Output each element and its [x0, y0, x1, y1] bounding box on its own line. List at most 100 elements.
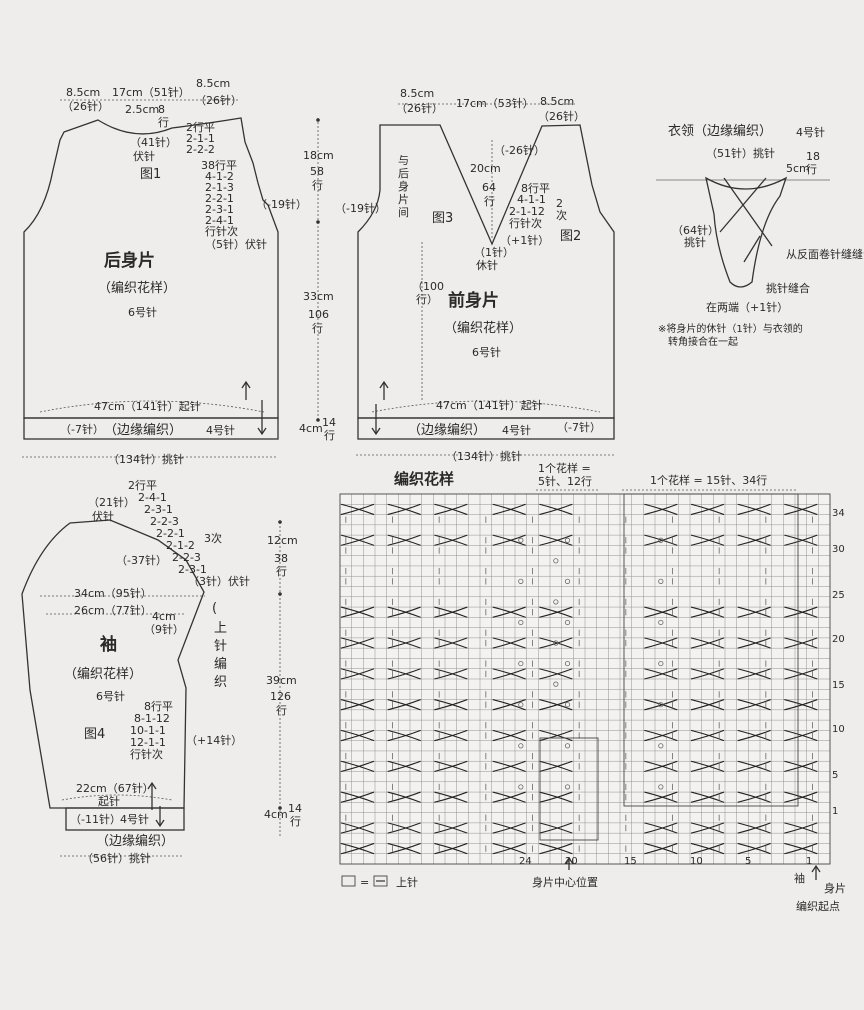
- chart-border: [339, 493, 831, 865]
- cable-cross-a: [737, 729, 771, 742]
- front-edge-r: （-7针）: [557, 420, 601, 434]
- cable-cross-b: [492, 791, 526, 803]
- cable-cross-b: [737, 637, 771, 649]
- sleeve-cap-cast: （3针）伏针: [188, 574, 250, 588]
- cable-cross-b: [690, 760, 725, 773]
- cable-cross-a: [784, 760, 818, 773]
- row-label-5: 5: [832, 770, 838, 781]
- sleeve-cap-dec-7: 2-3-1: [178, 563, 207, 576]
- sleeve-inc-3: 12-1-1: [130, 736, 166, 749]
- cable-cross-a: [539, 534, 573, 546]
- armhole-rows-unit: 行: [312, 179, 323, 192]
- edge-rows: 14: [322, 416, 336, 429]
- front-edge: （边缘编织）: [408, 423, 486, 438]
- cable-cross-b: [644, 668, 678, 680]
- cable-cross-b: [340, 822, 375, 834]
- chart-repeat-2: 1个花样 = 15针、34行: [650, 473, 767, 487]
- collar-sew-back: 从反面卷针缝缝合: [786, 247, 864, 261]
- cable-cross-b: [690, 606, 725, 618]
- cable-cross-a: [387, 760, 421, 773]
- sleeve-top-st: （21针）: [88, 495, 135, 509]
- collar-pick-2b: 挑针: [684, 235, 706, 249]
- cable-cross-a: [434, 791, 468, 803]
- cable-cross-a: [340, 699, 375, 711]
- sleeve-cap-rows: 38: [274, 552, 288, 565]
- sleeve-outline: [21, 519, 205, 809]
- back-arm-dec-5: 2-4-1: [205, 214, 234, 227]
- back-shoulder-l-st: （26针）: [62, 99, 109, 113]
- cable-cross-a: [737, 760, 771, 773]
- cable-cross-a: [492, 791, 526, 803]
- cable-cross-b: [434, 842, 468, 855]
- front-neck-rows-unit: 行: [484, 195, 495, 208]
- edge-rows-unit: 行: [324, 429, 335, 442]
- collar-pick-2: （64针）: [672, 223, 719, 237]
- back-arm-dec-4: 2-3-1: [205, 203, 234, 216]
- cable-cross-b: [690, 729, 725, 742]
- front-neck-cm: 20cm: [470, 162, 501, 175]
- chart-start: 编织起点: [796, 899, 840, 913]
- cable-cross-b: [340, 503, 375, 516]
- back-shoulder-l: 8.5cm: [66, 86, 100, 99]
- cable-cross-b: [690, 791, 725, 803]
- cable-cross-b: [539, 637, 573, 649]
- yarn-over-mark: [564, 619, 571, 626]
- sleeve-inc-1: 8-1-12: [134, 712, 170, 725]
- cable-cross-b: [737, 822, 771, 834]
- sleeve-cast-on: 22cm（67针）: [76, 781, 154, 795]
- sleeve-body-rows-unit: 行: [276, 704, 287, 717]
- cable-cross-a: [644, 637, 678, 649]
- cable-cross-a: [340, 668, 375, 680]
- cable-cross-a: [434, 637, 468, 649]
- cable-cross-a: [539, 668, 573, 680]
- sleeve-dim-dot-top: [278, 520, 282, 524]
- sleeve-w26: 26cm（77针）: [74, 603, 152, 617]
- chart-repeat-1b: 5针、12行: [538, 474, 592, 488]
- cable-cross-a: [387, 791, 421, 803]
- yarn-over-mark: [658, 578, 664, 584]
- collar-title: 衣领（边缘编织）: [668, 123, 772, 139]
- front-neck-dec-2: 2-1-12: [509, 205, 545, 218]
- cable-cross-a: [387, 842, 421, 855]
- sleeve-inc-total: （+14针）: [186, 733, 242, 747]
- row-label-25: 25: [832, 590, 845, 601]
- front-sew-note-3: 片: [398, 193, 409, 206]
- cable-cross-b: [644, 791, 678, 803]
- sleeve-dim-dot-bot: [278, 806, 282, 810]
- cable-cross-a: [539, 822, 573, 834]
- back-neck-cast-2: 伏针: [133, 149, 155, 163]
- front-piece: 8.5cm （26针） 17cm（53针） 8.5cm （26针） （-26针）…: [335, 87, 615, 440]
- cable-cross-b: [539, 699, 573, 711]
- cable-cross-b: [434, 637, 468, 649]
- cable-cross-b: [434, 791, 468, 803]
- cable-cross-b: [492, 668, 526, 680]
- cable-cross-a: [784, 699, 818, 711]
- front-edge-band: [357, 417, 615, 440]
- cable-cross-a: [784, 606, 818, 618]
- cable-cross-b: [434, 699, 468, 711]
- sleeve-pick-up: （56针）挑针: [82, 851, 151, 865]
- back-arm-dec-7: （5针）伏针: [205, 237, 267, 251]
- chart-repeat-1-box: [539, 737, 599, 841]
- collar-needle: 4号针: [796, 125, 825, 139]
- cable-cross-b: [539, 503, 573, 516]
- cable-cross-b: [340, 760, 375, 773]
- cable-cross-b: [784, 822, 818, 834]
- collar-overlap-a: [723, 177, 773, 247]
- sleeve-top-st-2: 伏针: [92, 509, 114, 523]
- cable-cross-b: [644, 822, 678, 834]
- cable-cross-a: [340, 791, 375, 803]
- front-sew-note-0: 与: [398, 154, 409, 167]
- cable-cross-b: [737, 842, 771, 855]
- cable-cross-a: [784, 842, 818, 855]
- back-edge-needle: 4号针: [206, 423, 235, 437]
- cable-cross-b: [737, 699, 771, 711]
- cable-cross-b: [644, 534, 678, 546]
- legend-purl-cell: [373, 875, 388, 887]
- row-label-10: 10: [832, 724, 845, 735]
- back-arm-dec-3: 2-2-1: [205, 192, 234, 205]
- col-label-15: 15: [624, 856, 637, 867]
- front-neck-total: （-26针）: [494, 143, 545, 157]
- cable-cross-a: [539, 503, 573, 516]
- front-pick-up: （134针）挑针: [446, 449, 522, 463]
